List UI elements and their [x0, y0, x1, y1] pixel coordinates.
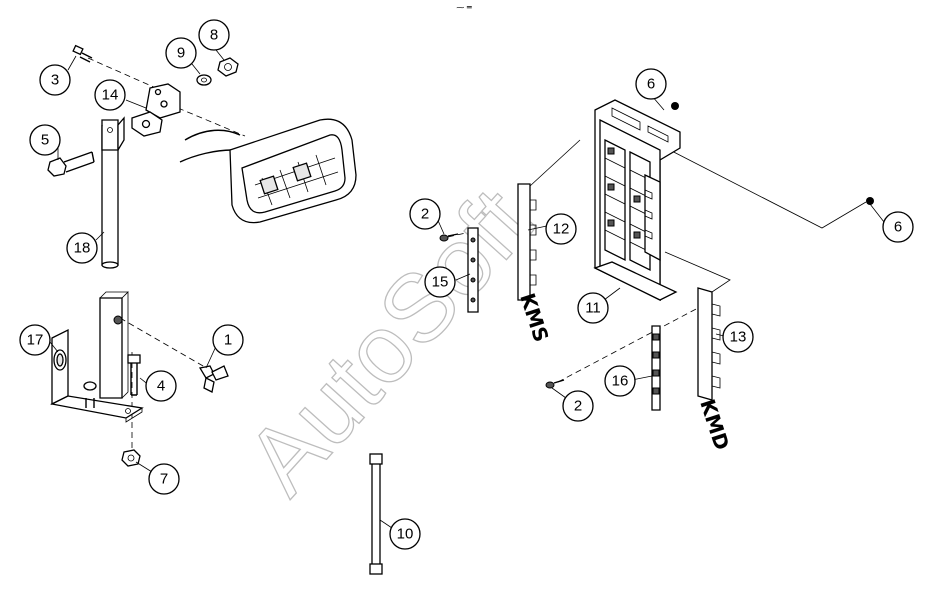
assembly-line	[87, 57, 166, 93]
svg-text:3: 3	[51, 72, 59, 89]
assembly-line	[661, 145, 867, 229]
work-lamp-part	[179, 118, 357, 224]
callout-12: 12	[545, 213, 577, 245]
plug-part	[671, 102, 679, 110]
svg-text:4: 4	[157, 378, 165, 395]
lamp-assembly	[47, 44, 357, 467]
wing-nut-part	[198, 365, 229, 393]
svg-text:2: 2	[421, 206, 429, 223]
callouts: 1 2 2 3 4 5 6 6 7 8 9 10 11 12 13 14 15 …	[19, 19, 914, 550]
callout-18: 18	[66, 232, 98, 264]
svg-text:16: 16	[612, 373, 629, 390]
bolt-part	[47, 151, 95, 177]
terminal-strip-part	[651, 325, 661, 411]
callout-1: 1	[212, 324, 244, 356]
rod-part	[369, 453, 383, 575]
svg-text:2: 2	[574, 398, 582, 415]
callout-4: 4	[145, 370, 177, 402]
assembly-line	[119, 317, 211, 371]
svg-text:9: 9	[177, 45, 185, 62]
screw-part	[439, 233, 459, 242]
callout-6: 6	[635, 68, 667, 100]
svg-text:10: 10	[397, 526, 414, 543]
svg-text:18: 18	[74, 240, 91, 257]
svg-text:6: 6	[647, 76, 655, 93]
callout-13: 13	[722, 321, 754, 353]
callout-16: 16	[604, 365, 636, 397]
svg-text:12: 12	[553, 221, 570, 238]
svg-text:8: 8	[210, 27, 218, 44]
terminal-strip-part	[467, 227, 479, 313]
bracket-part	[131, 83, 181, 137]
callout-11: 11	[577, 292, 609, 324]
variant-code-kmd: KMD	[695, 396, 734, 453]
variant-code-kms: KMS	[515, 290, 553, 345]
washer-part	[196, 74, 212, 86]
nut-part	[217, 57, 239, 77]
fuse-rack-part	[593, 99, 681, 302]
svg-text:1: 1	[224, 332, 232, 349]
svg-text:11: 11	[585, 300, 601, 317]
base-bracket-part	[49, 291, 144, 423]
callout-2: 2	[409, 198, 441, 230]
callout-15: 15	[424, 266, 456, 298]
svg-text:7: 7	[160, 471, 168, 488]
svg-text:17: 17	[27, 332, 44, 349]
callout-8: 8	[198, 19, 230, 51]
callout-2: 2	[562, 390, 594, 422]
callout-10: 10	[389, 518, 421, 550]
callout-7: 7	[148, 463, 180, 495]
callout-9: 9	[165, 37, 197, 69]
svg-text:15: 15	[432, 274, 449, 291]
callout-6: 6	[882, 211, 914, 243]
pole-part	[101, 116, 125, 269]
assembly-line	[557, 307, 699, 383]
bolt-part	[72, 44, 93, 63]
assembly-line	[529, 139, 581, 187]
callout-14: 14	[94, 79, 126, 111]
terminal-strip-part	[697, 287, 721, 401]
callout-17: 17	[19, 324, 51, 356]
callout-3: 3	[39, 64, 71, 96]
watermark: AutoSoft	[226, 169, 552, 514]
rack-assembly	[439, 99, 874, 411]
assembly-line	[447, 231, 471, 238]
callout-5: 5	[29, 124, 61, 156]
svg-text:5: 5	[41, 132, 49, 149]
header-glyph: ⁓ ═	[456, 3, 472, 12]
svg-text:13: 13	[730, 329, 747, 346]
svg-text:6: 6	[894, 219, 902, 236]
terminal-strip-part	[517, 183, 537, 301]
plug-part	[866, 197, 874, 205]
nut-part	[121, 449, 141, 467]
svg-text:14: 14	[102, 87, 119, 104]
bolt-part	[127, 354, 141, 396]
screw-part	[545, 379, 565, 389]
assembly-line	[177, 107, 246, 137]
